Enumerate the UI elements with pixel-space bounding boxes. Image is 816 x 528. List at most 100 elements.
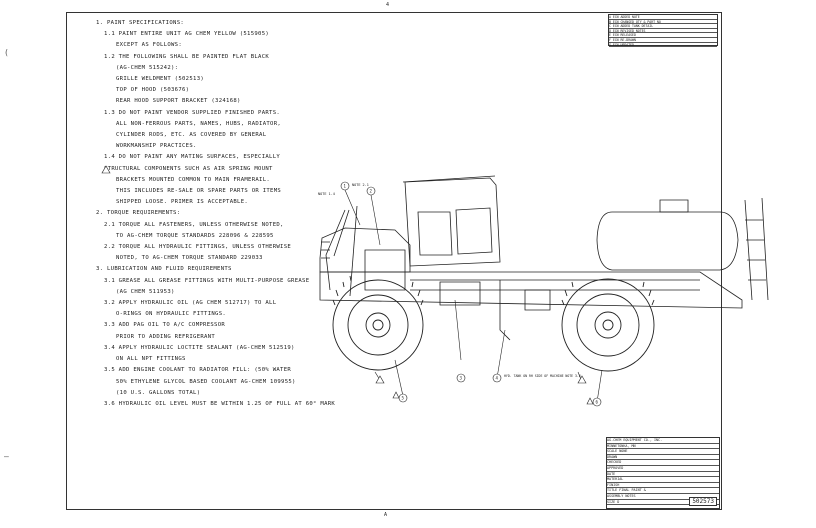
revision-row: B ECN CHANGED QTY & PART NO — [609, 20, 717, 25]
callout-4: 4 — [496, 376, 499, 381]
margin-mark: — — [4, 452, 9, 461]
title-block: AG-CHEM EQUIPMENT CO., INC.MINNETONKA, M… — [606, 437, 720, 509]
note-line: (AG-CHEM 515242): — [116, 64, 179, 71]
note-triangle — [375, 375, 385, 384]
note-line: 1. PAINT SPECIFICATIONS: — [96, 20, 185, 26]
callout-bubble — [456, 373, 466, 383]
front-wheel — [332, 275, 424, 371]
zone-marker-top: 4 — [386, 2, 390, 8]
titleblock-row: MATERIAL — [607, 477, 719, 483]
titleblock-row: APPROVED — [607, 466, 719, 472]
note-line: 3.2 APPLY HYDRAULIC OIL (AG CHEM 512717)… — [104, 300, 277, 307]
note-line: (10 U.S. GALLONS TOTAL) — [116, 389, 201, 396]
note-line: 3.5 ADD ENGINE COOLANT TO RADIATOR FILL:… — [104, 367, 292, 374]
revision-row: D ECN REVISED NOTES — [609, 29, 717, 34]
note-line: 1.1 PAINT ENTIRE UNIT AG CHEM YELLOW (51… — [104, 31, 270, 38]
note-line: EXCEPT AS FOLLOWS: — [116, 42, 183, 49]
hydraulic-line — [499, 280, 511, 341]
revision-row: F ECN RE-DRAWN — [609, 38, 717, 43]
note-line: BRACKETS MOUNTED COMMON TO MAIN FRAMERAI… — [116, 176, 271, 183]
note-line: 3.1 GREASE ALL GREASE FITTINGS WITH MULT… — [104, 277, 310, 284]
titleblock-row: ASSEMBLY NOTES — [607, 494, 719, 500]
main-frame — [319, 271, 743, 309]
zone-marker-bottom: A — [384, 512, 388, 518]
ladder — [744, 197, 769, 301]
note-label: NOTE 1.4 — [318, 192, 335, 196]
note-line: 1.3 DO NOT PAINT VENDOR SUPPLIED FINISHE… — [104, 109, 281, 116]
drawing-number: 502573 — [689, 497, 717, 506]
note-line: NOTED, TO AG-CHEM TORQUE STANDARD 229033 — [116, 255, 263, 262]
product-tank — [596, 211, 739, 271]
note-line: THIS INCLUDES RE-SALE OR SPARE PARTS OR … — [116, 188, 282, 195]
note-line: ALL NON-FERROUS PARTS, NAMES, HUBS, RADI… — [116, 120, 282, 127]
note-line: 3.6 HYDRAULIC OIL LEVEL MUST BE WITHIN 1… — [104, 400, 336, 407]
callout-6: 6 — [596, 400, 599, 405]
titleblock-row: CHECKED — [607, 460, 719, 466]
revision-row: A ECN ADDED NOTE — [609, 15, 717, 20]
titleblock-row: AG-CHEM EQUIPMENT CO., INC. — [607, 438, 719, 444]
cab-window — [455, 207, 493, 255]
note-line: GRILLE WELDMENT (502513) — [116, 76, 205, 83]
callout-5: 5 — [402, 396, 405, 401]
note-line: 50% ETHYLENE GLYCOL BASED COOLANT AG-CHE… — [116, 378, 296, 385]
callout-1: 1 — [344, 184, 347, 189]
note-line: PRIOR TO ADDING REFRIGERANT — [116, 333, 216, 340]
titleblock-row: MINNETONKA, MN — [607, 444, 719, 450]
callout-bubble — [366, 186, 376, 196]
note-label: NOTE 2.1 — [352, 183, 369, 187]
frame-rail — [410, 279, 700, 291]
revision-row: G ECN UPDATED — [609, 43, 717, 48]
note-line: (AG CHEM 511953) — [116, 288, 175, 295]
note-line: TOP OF HOOD (503676) — [116, 87, 190, 94]
note-triangle — [101, 165, 111, 174]
note-line: 3.4 APPLY HYDRAULIC LOCTITE SEALANT (AG-… — [104, 344, 295, 351]
titleblock-row: FINISH — [607, 483, 719, 489]
note-line: 3. LUBRICATION AND FLUID REQUIREMENTS — [96, 266, 232, 273]
drawing-border — [66, 12, 722, 510]
note-line: O-RINGS ON HYDRAULIC FITTINGS. — [116, 311, 227, 318]
note-line: 2.1 TORQUE ALL FASTENERS, UNLESS OTHERWI… — [104, 221, 284, 228]
boom-arm — [349, 205, 358, 297]
general-notes: 1. PAINT SPECIFICATIONS: 1.1 PAINT ENTIRE… — [96, 18, 396, 410]
note-line: SHIPPED LOOSE. PRIMER IS ACCEPTABLE. — [116, 199, 249, 206]
note-line: 1.2 THE FOLLOWING SHALL BE PAINTED FLAT … — [104, 53, 270, 60]
titleblock-row: SCALE NONE — [607, 449, 719, 455]
note-line: 3.3 ADD PAG OIL TO A/C COMPRESSOR — [104, 322, 226, 329]
titleblock-row: DRAWN — [607, 455, 719, 461]
titleblock-row: DATE — [607, 472, 719, 478]
cab-window — [417, 211, 453, 256]
note-line: 2.2 TORQUE ALL HYDRAULIC FITTINGS, UNLES… — [104, 244, 292, 251]
grille — [321, 241, 330, 259]
leader-lines — [344, 189, 603, 403]
margin-mark: ( — [4, 48, 9, 57]
note-triangle — [586, 397, 594, 405]
note-line: REAR HOOD SUPPORT BRACKET (324168) — [116, 98, 241, 105]
cab-roof — [402, 175, 496, 183]
titleblock-row: TITLE FINAL PAINT & — [607, 488, 719, 494]
note-line: STRUCTURAL COMPONENTS SUCH AS AIR SPRING… — [104, 165, 273, 172]
callout-2: 2 — [370, 189, 373, 194]
callout-3: 3 — [460, 376, 463, 381]
callout-bubble — [340, 181, 350, 191]
note-triangle — [392, 391, 400, 399]
boom-arm — [325, 209, 350, 291]
revision-row: C ECN ADDED TANK DETAIL — [609, 24, 717, 29]
titleblock-row: SIZE D — [607, 500, 719, 506]
rear-wheel — [561, 278, 655, 372]
step-box — [439, 281, 481, 306]
cab-frame — [404, 177, 501, 267]
note-line: 2. TORQUE REQUIREMENTS: — [96, 210, 181, 217]
engine-block — [364, 249, 406, 291]
tank-lid — [659, 199, 689, 213]
note-line: WORKMANSHIP PRACTICES. — [116, 143, 197, 150]
note-label: HYD. TANK ON RH SIDE OF MACHINE NOTE 3.6 — [504, 374, 581, 378]
note-line: CYLINDER RODS, ETC. AS COVERED BY GENERA… — [116, 132, 267, 139]
note-line: 1.4 DO NOT PAINT ANY MATING SURFACES, ES… — [104, 154, 281, 161]
note-triangle — [577, 375, 587, 384]
callout-bubble — [492, 373, 502, 383]
revision-row: E ECN RELEASED — [609, 33, 717, 38]
note-line: TO AG-CHEM TORQUE STANDARDS 228096 & 228… — [116, 232, 274, 239]
